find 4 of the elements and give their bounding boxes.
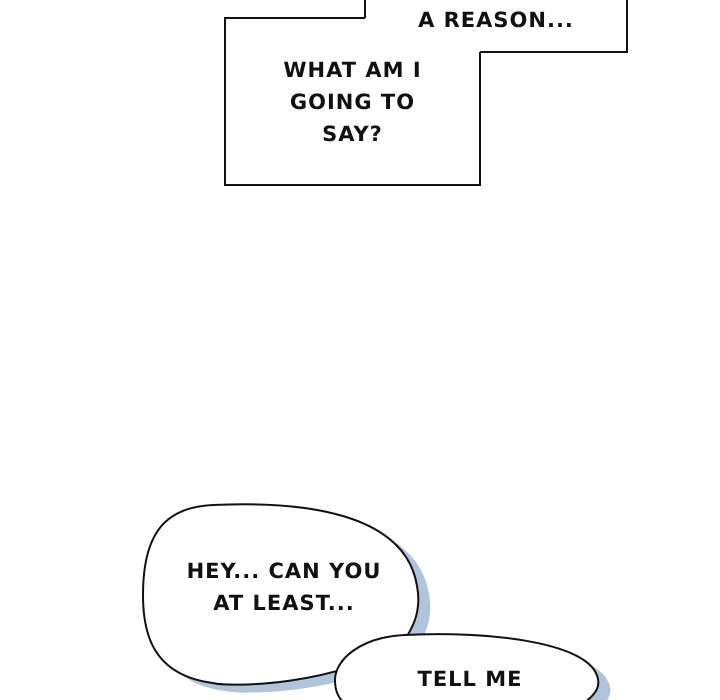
dialogue-text: HEY... CAN YOU AT LEAST... bbox=[186, 558, 382, 617]
dialogue-text: A REASON... bbox=[417, 7, 575, 34]
dialogue-text: WHAT AM I GOING TO SAY? bbox=[282, 57, 423, 148]
dialogue-text: TELL ME bbox=[416, 666, 524, 693]
